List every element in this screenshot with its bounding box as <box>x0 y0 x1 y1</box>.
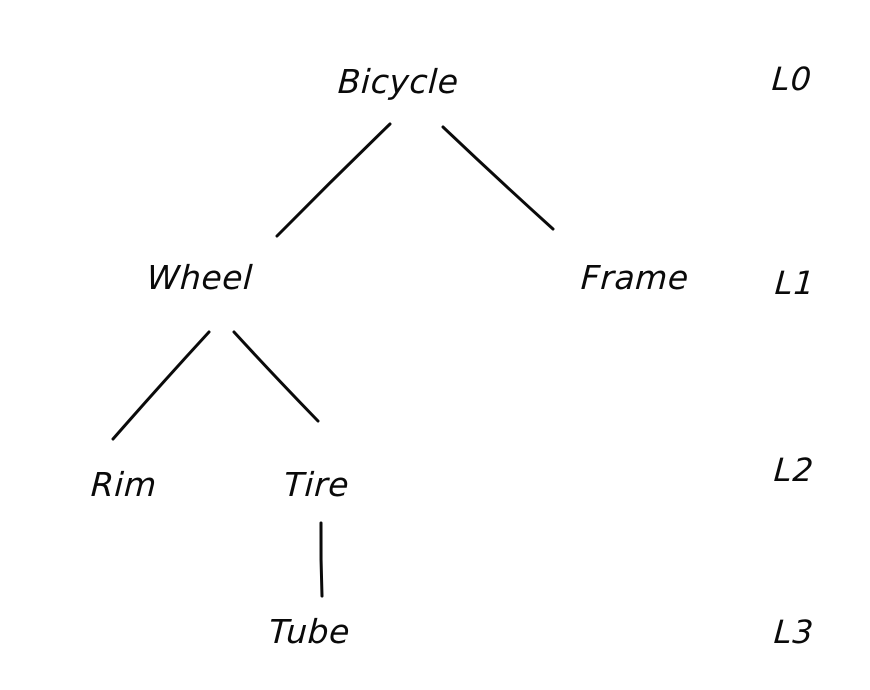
level-label-l0: L0 <box>770 60 814 98</box>
node-wheel[interactable]: Wheel <box>145 258 254 297</box>
edge-bicycle-frame <box>441 125 555 231</box>
edge-tire-tube <box>319 521 324 598</box>
node-tire[interactable]: Tire <box>282 465 351 504</box>
node-tube[interactable]: Tube <box>267 612 352 651</box>
edge-bicycle-wheel <box>275 122 392 238</box>
node-rim[interactable]: Rim <box>89 465 158 504</box>
node-frame[interactable]: Frame <box>579 258 690 297</box>
tree-edges <box>111 122 555 598</box>
level-label-l1: L1 <box>773 264 817 302</box>
level-label-l3: L3 <box>772 613 816 651</box>
edge-wheel-rim <box>111 330 211 441</box>
level-label-l2: L2 <box>772 451 816 489</box>
edge-wheel-tire <box>232 330 320 423</box>
node-bicycle[interactable]: Bicycle <box>336 62 460 101</box>
